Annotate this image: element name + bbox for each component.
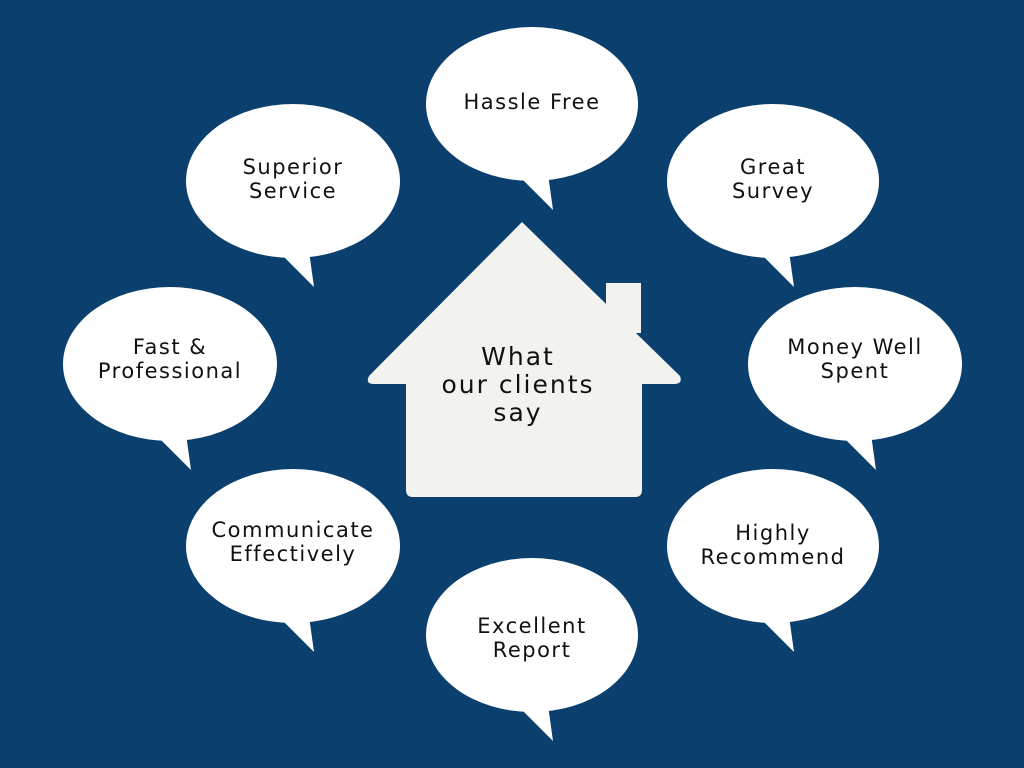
center-caption-line: What [481,342,555,371]
speech-bubble [186,104,400,287]
bubble-text-superior-service: Superior Service [243,155,344,203]
bubble-text-highly-recommend: Highly Recommend [701,521,846,569]
bubble-text-line: Service [248,179,338,203]
bubble-text-line: Hassle Free [463,90,601,114]
speech-bubble [186,469,400,652]
bubble-text-communicate-effectively: Communicate Effectively [212,518,375,566]
center-caption-line: say [493,398,543,427]
bubble-text-great-survey: Great Survey [732,155,814,203]
bubble-text-line: Report [492,638,572,662]
speech-bubble [63,287,277,470]
house-icon [367,222,681,497]
bubble-text-hassle-free: Hassle Free [463,90,600,114]
bubble-text-line: Professional [97,359,243,383]
bubble-text-line: Effectively [229,542,357,566]
bubble-text-line: Fast & [132,335,208,359]
speech-bubble [748,287,962,470]
house-body [367,222,681,497]
speech-bubble [667,469,879,652]
bubble-text-line: Highly [735,521,811,545]
center-caption: What our clients say [441,343,594,427]
speech-bubble [426,27,638,210]
bubble-text-line: Money Well [787,335,923,359]
bubble-text-line: Spent [820,359,890,383]
bubble-text-line: Recommend [700,545,846,569]
speech-bubble [426,558,638,741]
bubble-text-line: Great [740,155,806,179]
bubble-text-fast-professional: Fast & Professional [98,335,242,383]
bubble-text-line: Survey [731,179,815,203]
bubble-text-line: Superior [242,155,344,179]
speech-bubble [667,104,879,287]
center-caption-line: our clients [441,370,595,399]
bubble-text-money-well-spent: Money Well Spent [787,335,922,383]
bubble-text-line: Communicate [211,518,375,542]
bubble-text-excellent-report: Excellent Report [477,614,586,662]
bubble-text-line: Excellent [477,614,587,638]
